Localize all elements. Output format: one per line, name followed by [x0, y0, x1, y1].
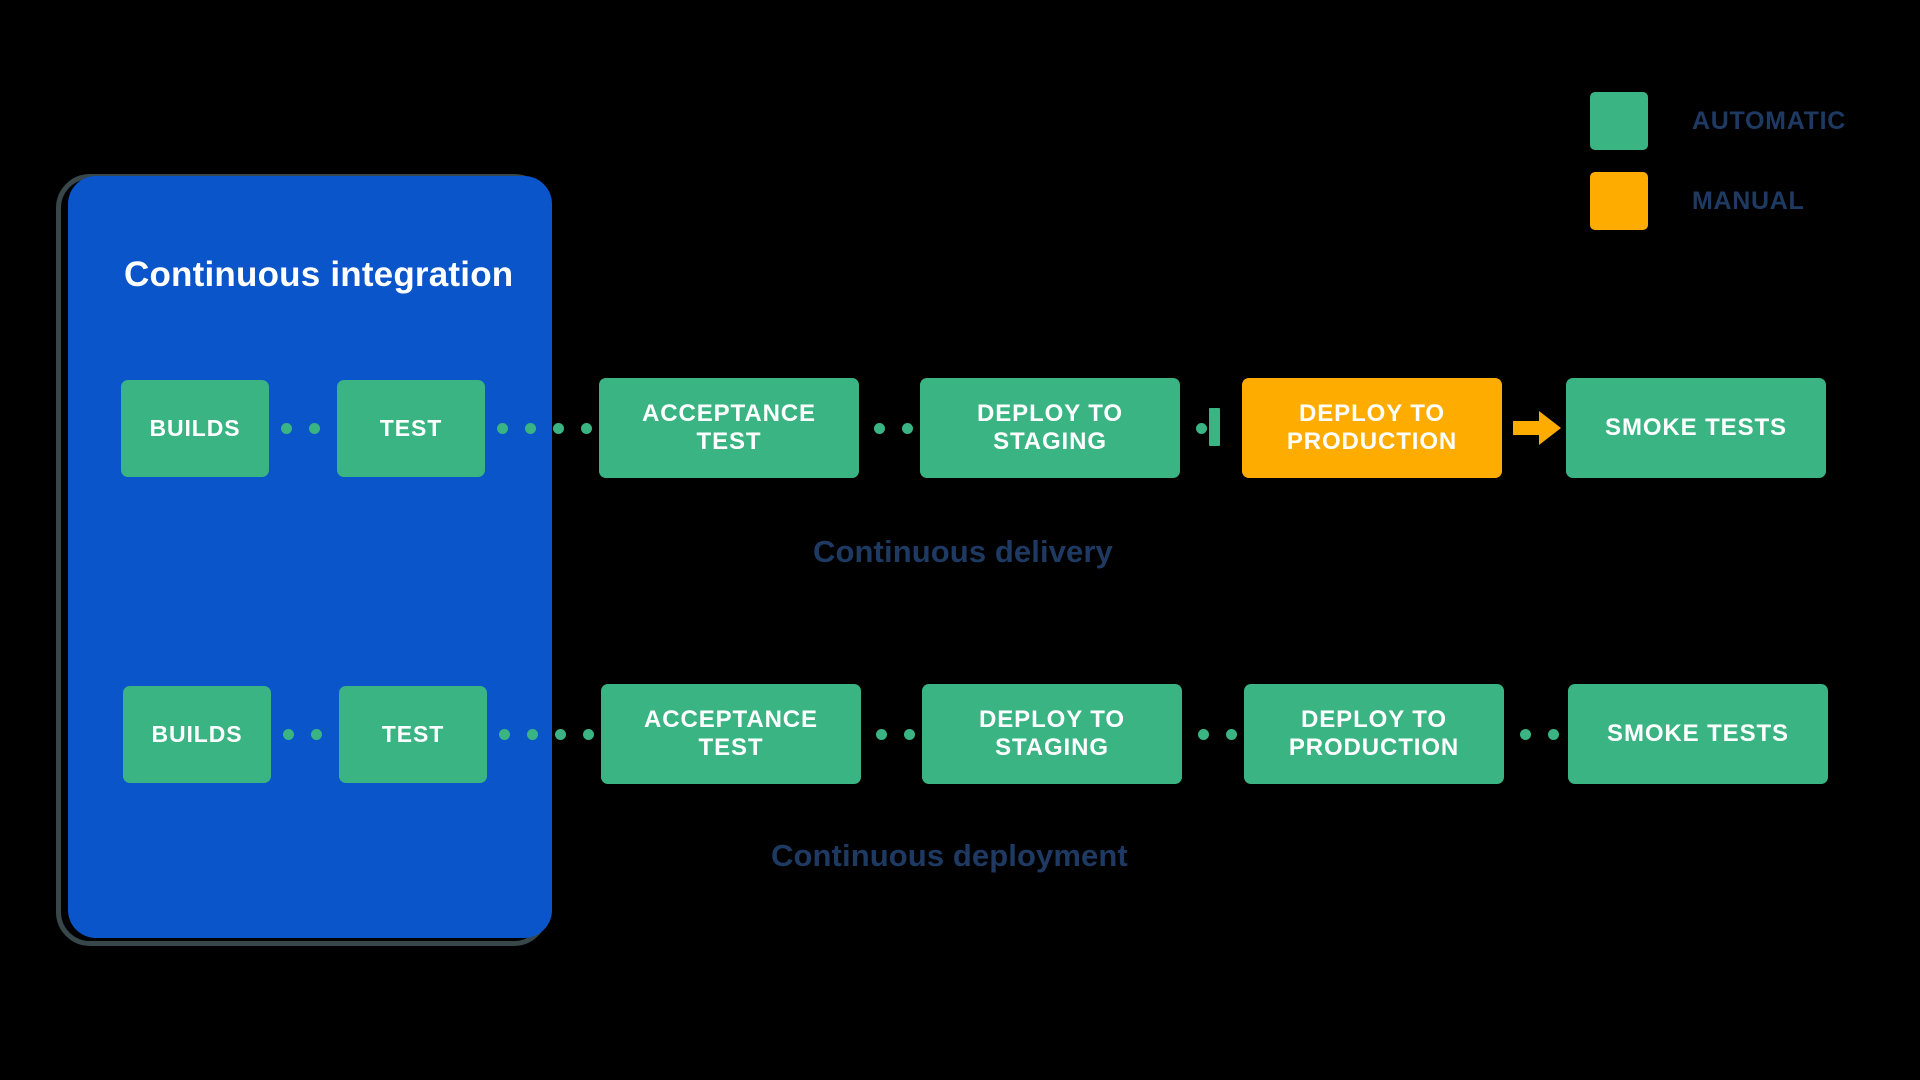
legend-item-manual: MANUAL: [1590, 168, 1846, 234]
connector-dot: [1196, 422, 1207, 434]
connector-dot: [876, 728, 887, 740]
stage-label: ACCEPTANCE TEST: [642, 399, 816, 455]
legend-swatch-automatic: [1590, 92, 1648, 150]
stage-label: SMOKE TESTS: [1607, 719, 1789, 747]
connector-dot: [583, 728, 594, 740]
connector-dot: [499, 728, 510, 740]
stage-acceptance-test-deployment[interactable]: ACCEPTANCE TEST: [601, 684, 861, 784]
legend-label-manual: MANUAL: [1692, 186, 1805, 215]
stage-builds-deployment[interactable]: BUILDS: [123, 686, 271, 783]
stage-deploy-to-production-deployment[interactable]: DEPLOY TO PRODUCTION: [1244, 684, 1504, 784]
stage-builds-delivery[interactable]: BUILDS: [121, 380, 269, 477]
connector-dot: [309, 422, 320, 434]
connector-arrow-production-smoke-delivery: [1513, 411, 1561, 445]
stage-test-deployment[interactable]: TEST: [339, 686, 487, 783]
caption-continuous-deployment: Continuous deployment: [771, 838, 1128, 873]
connector-dot: [902, 422, 913, 434]
stage-label: DEPLOY TO PRODUCTION: [1288, 705, 1460, 761]
connector-dot: [1226, 728, 1237, 740]
manual-gate-bar-icon: [1209, 408, 1220, 446]
connector-dotted-staging-production-delivery: [1196, 421, 1207, 435]
stage-label: BUILDS: [149, 414, 241, 441]
stage-label: BUILDS: [151, 720, 243, 747]
stage-acceptance-test-delivery[interactable]: ACCEPTANCE TEST: [599, 378, 859, 478]
connector-dot: [281, 422, 292, 434]
legend: AUTOMATIC MANUAL: [1590, 88, 1846, 248]
connector-dot: [1548, 728, 1559, 740]
stage-deploy-to-production-delivery[interactable]: DEPLOY TO PRODUCTION: [1242, 378, 1502, 478]
caption-continuous-delivery: Continuous delivery: [813, 534, 1113, 569]
connector-dot: [581, 422, 592, 434]
legend-label-automatic: AUTOMATIC: [1692, 106, 1846, 135]
connector-dot: [527, 728, 538, 740]
connector-dot: [553, 422, 564, 434]
connector-dot: [904, 728, 915, 740]
stage-label: DEPLOY TO STAGING: [979, 705, 1125, 761]
legend-swatch-manual: [1590, 172, 1648, 230]
arrow-head-icon: [1539, 411, 1561, 445]
connector-dot: [1520, 728, 1531, 740]
stage-label: ACCEPTANCE TEST: [644, 705, 818, 761]
legend-item-automatic: AUTOMATIC: [1590, 88, 1846, 154]
connector-dot: [874, 422, 885, 434]
connector-dot: [311, 728, 322, 740]
stage-smoke-tests-deployment[interactable]: SMOKE TESTS: [1568, 684, 1828, 784]
stage-label: DEPLOY TO STAGING: [977, 399, 1123, 455]
stage-label: SMOKE TESTS: [1605, 413, 1787, 441]
stage-label: TEST: [379, 414, 443, 441]
stage-deploy-to-staging-delivery[interactable]: DEPLOY TO STAGING: [920, 378, 1180, 478]
stage-label: TEST: [381, 720, 445, 747]
stage-deploy-to-staging-deployment[interactable]: DEPLOY TO STAGING: [922, 684, 1182, 784]
ci-panel-title: Continuous integration: [124, 255, 514, 294]
stage-test-delivery[interactable]: TEST: [337, 380, 485, 477]
connector-dot: [525, 422, 536, 434]
stage-label: DEPLOY TO PRODUCTION: [1286, 399, 1458, 455]
connector-dot: [283, 728, 294, 740]
connector-dot: [555, 728, 566, 740]
connector-dot: [1198, 728, 1209, 740]
connector-dot: [497, 422, 508, 434]
ci-panel: [68, 176, 552, 938]
stage-smoke-tests-delivery[interactable]: SMOKE TESTS: [1566, 378, 1826, 478]
arrow-shaft: [1513, 421, 1539, 435]
